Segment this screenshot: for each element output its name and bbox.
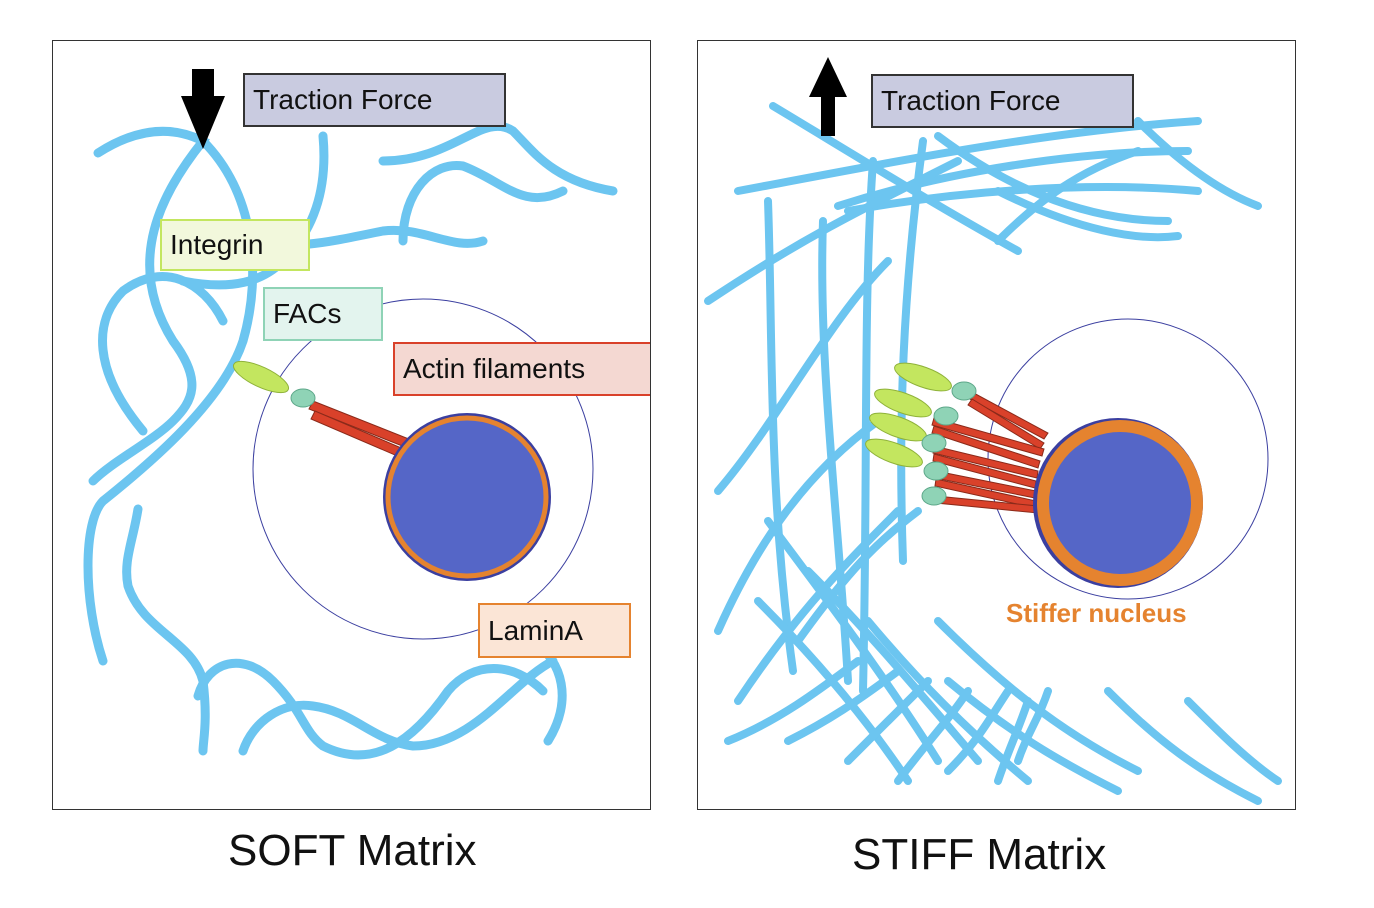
stiff-actin-filaments [931, 390, 1049, 514]
stiff-facs [921, 381, 977, 506]
stiff-matrix-illustration [704, 57, 1282, 805]
stiff-collagen-fibers [704, 102, 1282, 805]
soft-integrin [232, 360, 290, 394]
stiff-nucleus [1037, 420, 1203, 586]
soft-fac [290, 388, 316, 408]
stiff-integrins [865, 362, 952, 468]
soft-cell-outline [252, 298, 594, 640]
stiff-traction-force-text: Traction Force [881, 85, 1061, 116]
lamina-label: LaminA [478, 603, 631, 658]
actin-filaments-text: Actin filaments [403, 353, 586, 384]
soft-nucleus [385, 415, 549, 579]
facs-text: FACs [273, 298, 342, 329]
stiffer-nucleus-label: Stiffer nucleus [1006, 598, 1187, 628]
arrow-up-icon [809, 57, 847, 136]
stiff-matrix-panel: Traction Force Stiffer nucleus [697, 40, 1296, 810]
stiff-matrix-caption: STIFF Matrix [852, 830, 1107, 879]
soft-matrix-caption: SOFT Matrix [228, 826, 477, 875]
stiff-traction-force-label: Traction Force [871, 74, 1134, 128]
integrin-text: Integrin [170, 229, 264, 260]
actin-filaments-label: Actin filaments [393, 342, 650, 396]
arrow-down-icon [181, 69, 225, 149]
facs-label: FACs [263, 287, 383, 341]
soft-traction-force-label: Traction Force [243, 73, 506, 127]
lamina-text: LaminA [488, 614, 583, 646]
soft-matrix-illustration [83, 69, 618, 760]
soft-matrix-panel: Traction Force Integrin FACs Actin filam… [52, 40, 651, 810]
integrin-label: Integrin [160, 219, 310, 271]
soft-traction-force-text: Traction Force [253, 84, 433, 115]
